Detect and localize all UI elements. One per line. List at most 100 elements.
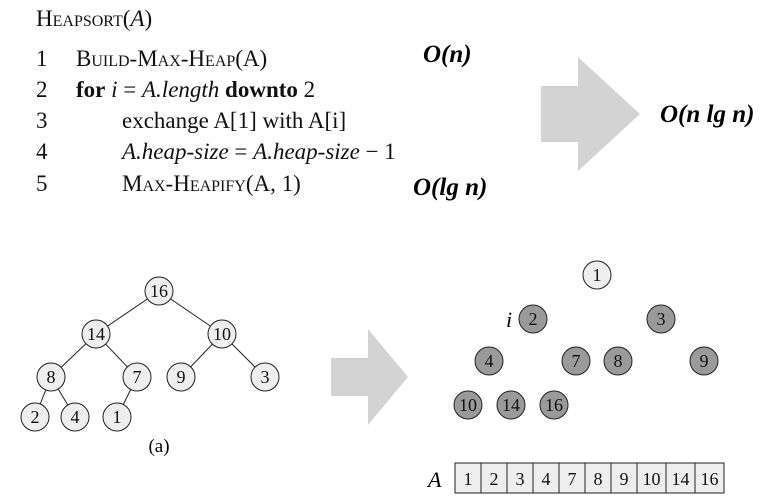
sorted-node: 1 — [582, 260, 612, 290]
node-value: 4 — [485, 351, 494, 371]
node-value: 3 — [657, 309, 666, 329]
array-cell-box — [558, 462, 586, 494]
tree-node: 2 — [20, 402, 50, 432]
line-2-code: for i = A.length downto 2 — [76, 77, 315, 102]
tree-node: 1 — [102, 402, 132, 432]
node-circle — [144, 276, 174, 306]
node-value: 8 — [47, 367, 56, 387]
tree-edges — [34, 290, 266, 418]
array-cell: 8 — [584, 462, 612, 494]
node-value: 2 — [31, 407, 40, 427]
node-circle — [474, 346, 504, 376]
right-arrow-icon — [541, 57, 640, 171]
tree-node: 9 — [166, 362, 196, 392]
tree-node: 4 — [60, 402, 90, 432]
node-circle — [20, 402, 50, 432]
heapify-complexity: O(lg n) — [413, 174, 487, 201]
algorithm-title: Heapsort(A) — [36, 6, 152, 31]
line-number-4: 4 — [36, 139, 48, 164]
line-4-code: A.heap-size = A.heap-size − 1 — [120, 139, 396, 164]
node-circle — [453, 390, 483, 420]
total-complexity: O(n lg n) — [660, 101, 754, 128]
array-cell-box — [665, 462, 696, 494]
sorted-heap-nodes: 1 2 3 4 7 8 9 10 14 16 — [453, 260, 719, 420]
array-cell: 4 — [532, 462, 560, 494]
array-cell-box — [694, 462, 725, 494]
sorted-node: 4 — [474, 346, 504, 376]
array-cell-value: 14 — [672, 469, 690, 489]
line-5-code: Max-Heapify(A, 1) — [122, 171, 301, 196]
array-cell-value: 2 — [490, 469, 499, 489]
right-arrow-icon — [331, 329, 408, 425]
pseudocode: Heapsort(A) 1 Build-Max-Heap(A) 2 for i … — [36, 6, 396, 196]
sorted-node: 14 — [496, 390, 526, 420]
tree-node: 10 — [207, 319, 237, 349]
array-cell-value: 9 — [620, 469, 629, 489]
node-circle — [122, 362, 152, 392]
node-circle — [81, 319, 111, 349]
sorted-node: 9 — [689, 346, 719, 376]
node-value: 16 — [150, 281, 168, 301]
array-cell: 7 — [558, 462, 586, 494]
tree-node: 14 — [81, 319, 111, 349]
node-circle — [539, 390, 569, 420]
node-value: 1 — [593, 265, 602, 285]
array-cell: 10 — [636, 462, 667, 494]
node-value: 1 — [113, 407, 122, 427]
array-cell-value: 7 — [568, 469, 577, 489]
node-value: 4 — [71, 407, 80, 427]
array-cell-value: 1 — [464, 469, 473, 489]
node-circle — [689, 346, 719, 376]
node-circle — [166, 362, 196, 392]
sorted-node: 7 — [561, 346, 591, 376]
tree-caption: (a) — [148, 436, 169, 457]
array-cell: 9 — [610, 462, 638, 494]
build-complexity: O(n) — [423, 41, 472, 68]
node-circle — [603, 346, 633, 376]
array-cell-box — [506, 462, 534, 494]
node-circle — [496, 390, 526, 420]
node-value: 7 — [572, 351, 581, 371]
index-pointer-label: i — [506, 307, 512, 332]
complexity-annotations: O(n) O(lg n) O(n lg n) — [413, 41, 754, 201]
node-circle — [36, 362, 66, 392]
sorted-node: 10 — [453, 390, 483, 420]
array-cell: 16 — [694, 462, 725, 494]
node-value: 8 — [614, 351, 623, 371]
node-value: 9 — [177, 367, 186, 387]
tree-node: 16 — [144, 276, 174, 306]
array-cell-box — [610, 462, 638, 494]
array-cell: 14 — [665, 462, 696, 494]
node-circle — [250, 362, 280, 392]
sorted-node: 3 — [646, 304, 676, 334]
line-number-5: 5 — [36, 171, 48, 196]
array-cell-value: 16 — [701, 469, 719, 489]
node-circle — [561, 346, 591, 376]
node-value: 7 — [133, 367, 142, 387]
node-value: 2 — [529, 309, 538, 329]
array-cell-value: 8 — [594, 469, 603, 489]
node-value: 10 — [213, 324, 231, 344]
node-circle — [582, 260, 612, 290]
line-3-code: exchange A[1] with A[i] — [122, 108, 346, 133]
node-circle — [518, 304, 548, 334]
sorted-node: 16 — [539, 390, 569, 420]
node-circle — [102, 402, 132, 432]
node-circle — [646, 304, 676, 334]
array-label: A — [426, 467, 442, 492]
array-cell: 3 — [506, 462, 534, 494]
node-value: 14 — [502, 395, 520, 415]
array-cell: 2 — [480, 462, 508, 494]
node-value: 14 — [87, 324, 105, 344]
array-cell-value: 3 — [516, 469, 525, 489]
tree-node: 8 — [36, 362, 66, 392]
node-circle — [60, 402, 90, 432]
line-number-1: 1 — [36, 46, 48, 71]
array-cell: 1 — [454, 462, 482, 494]
array-cell-value: 4 — [542, 469, 551, 489]
line-1-code: Build-Max-Heap(A) — [76, 46, 267, 71]
